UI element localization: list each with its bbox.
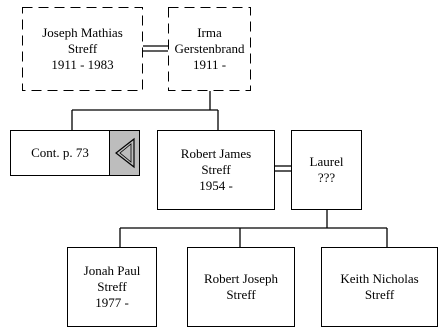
left-triangle-icon [115,137,135,169]
person-name: Irma [197,25,222,40]
person-keith-nicholas-streff[interactable]: Keith Nicholas Streff [321,247,438,327]
person-dates: 1911 - [192,57,227,72]
person-surname: ??? [317,170,336,185]
person-robert-james-streff[interactable]: Robert James Streff 1954 - [157,130,275,210]
continuation-box[interactable]: Cont. p. 73 [10,130,140,176]
person-name: Joseph Mathias [42,25,123,40]
person-dates: 1911 - 1983 [51,57,114,72]
person-name: Laurel [309,154,344,169]
person-name: Robert James [180,146,252,161]
dashed-border [22,7,143,91]
person-surname: Streff [226,287,256,302]
person-surname: Streff [67,41,98,56]
person-name: Keith Nicholas [340,271,419,286]
person-dates: 1954 - [199,178,233,193]
person-irma-gerstenbrand[interactable]: Irma Gerstenbrand 1911 - [168,7,251,91]
person-surname: Streff [201,162,231,177]
person-laurel[interactable]: Laurel ??? [291,130,362,210]
person-name: Jonah Paul [83,263,141,278]
person-dates: 1977 - [95,295,129,310]
person-surname: Gerstenbrand [174,41,245,56]
person-surname: Streff [97,279,127,294]
person-robert-joseph-streff[interactable]: Robert Joseph Streff [187,247,295,327]
continuation-arrow-button[interactable] [109,131,139,175]
person-name: Robert Joseph [203,271,279,286]
person-jonah-paul-streff[interactable]: Jonah Paul Streff 1977 - [67,247,157,327]
person-surname: Streff [364,287,395,302]
dashed-border [168,7,251,91]
continuation-label: Cont. p. 73 [31,145,89,160]
person-joseph-mathias-streff[interactable]: Joseph Mathias Streff 1911 - 1983 [22,7,143,91]
